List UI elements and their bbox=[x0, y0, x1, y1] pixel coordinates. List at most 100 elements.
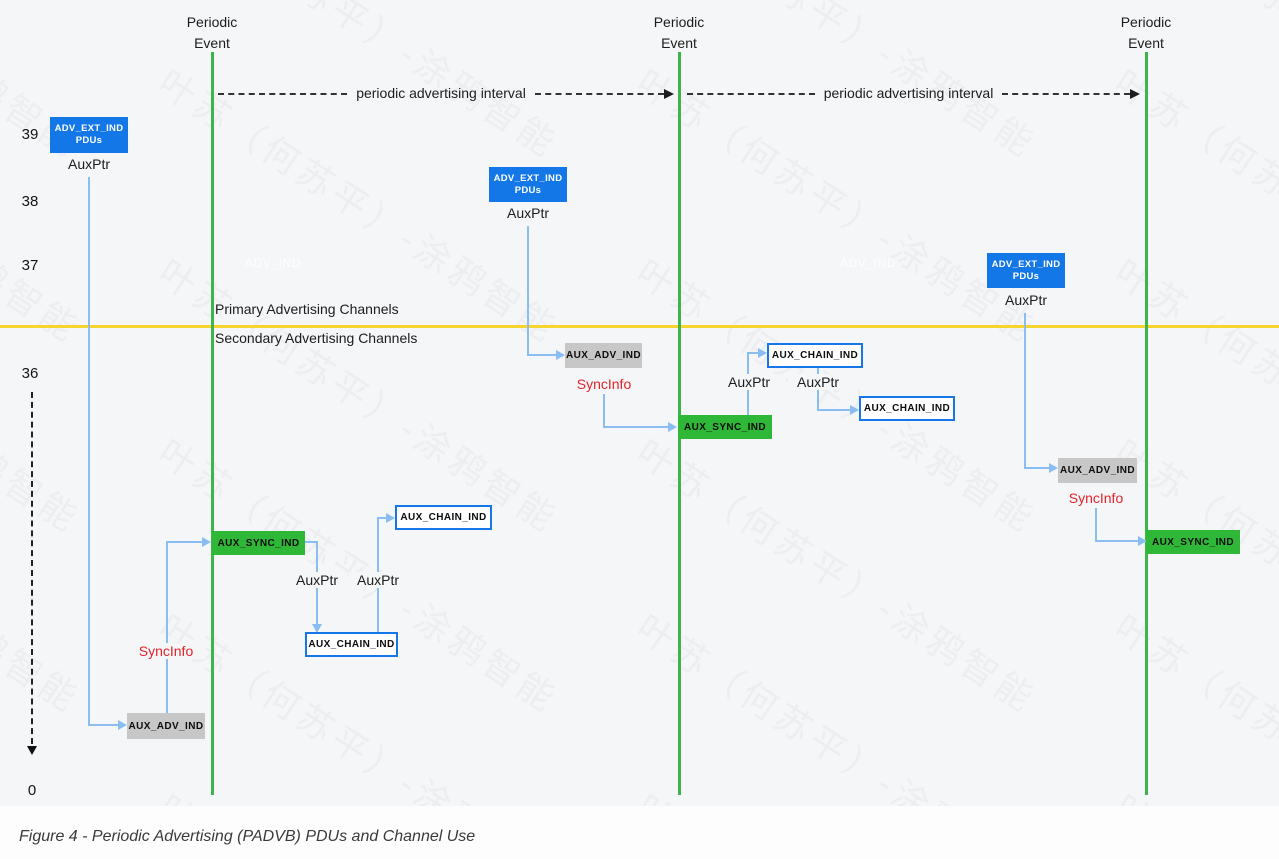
aux-chain-ind-box-e2-lower: AUX_CHAIN_IND bbox=[859, 396, 955, 421]
periodic-event-label-2-line1: Periodic bbox=[653, 14, 705, 30]
faint-adv-ind-1: ADV_IND bbox=[244, 256, 302, 270]
aux-sync-ind-box-3-label: AUX_SYNC_IND bbox=[1151, 536, 1235, 548]
adv-ext-ind-box-3: ADV_EXT_IND PDUs bbox=[987, 253, 1065, 288]
interval-label-1: periodic advertising interval bbox=[356, 85, 526, 101]
syncinfo-label-e3: SyncInfo bbox=[1068, 490, 1124, 506]
connector-syncinfo2-vertical bbox=[603, 394, 605, 428]
connector-auxptr2-vertical bbox=[527, 226, 529, 356]
interval-arrow-1: periodic advertising interval bbox=[218, 85, 675, 101]
connector-syncinfo2-horizontal bbox=[603, 426, 669, 428]
interval-arrow-2: periodic advertising interval bbox=[687, 85, 1141, 101]
arrowhead-right-icon-e1-adv bbox=[118, 720, 127, 730]
arrowhead-right-icon-e2-adv bbox=[556, 350, 565, 360]
periodic-event-label-3-line2: Event bbox=[1128, 35, 1164, 51]
aux-chain-ind-box-e1-lower: AUX_CHAIN_IND bbox=[305, 632, 398, 657]
syncinfo-label-e1: SyncInfo bbox=[126, 643, 206, 659]
aux-chain-ind-box-e2-lower-label: AUX_CHAIN_IND bbox=[863, 403, 951, 414]
arrowhead-right-icon-e2-chain2 bbox=[850, 405, 859, 415]
arrowhead-right-icon-e3-adv bbox=[1049, 463, 1058, 473]
connector-chain1a-horizontal bbox=[305, 541, 318, 543]
connector-chain1b-horizontal bbox=[377, 517, 387, 519]
aux-adv-ind-box-2: AUX_ADV_IND bbox=[565, 343, 642, 368]
adv-ext-ind-box-2-line2: PDUs bbox=[514, 184, 542, 196]
adv-ext-ind-box-1-line2: PDUs bbox=[75, 135, 103, 146]
periodic-event-label-1: Periodic Event bbox=[142, 12, 282, 54]
aux-adv-ind-box-3: AUX_ADV_IND bbox=[1058, 458, 1137, 483]
auxptr-label-e1: AuxPtr bbox=[67, 156, 110, 172]
auxptr-label-e3: AuxPtr bbox=[1004, 292, 1047, 308]
auxptr-label-e1-chain2: AuxPtr bbox=[348, 572, 408, 588]
aux-sync-ind-box-1-label: AUX_SYNC_IND bbox=[217, 537, 300, 549]
periodic-event-line-1 bbox=[211, 52, 214, 795]
aux-adv-ind-box-2-label: AUX_ADV_IND bbox=[566, 350, 641, 361]
secondary-channels-label: Secondary Advertising Channels bbox=[215, 330, 418, 346]
interval-dash-left-2 bbox=[687, 93, 815, 95]
channel-divider-line bbox=[0, 325, 1279, 328]
figure-caption: Figure 4 - Periodic Advertising (PADVB) … bbox=[19, 828, 476, 845]
connector-auxptr3-vertical bbox=[1024, 313, 1026, 469]
aux-sync-ind-box-3: AUX_SYNC_IND bbox=[1146, 530, 1240, 554]
auxptr-label-e2-chain2: AuxPtr bbox=[788, 374, 848, 390]
connector-auxptr3-horizontal bbox=[1024, 467, 1050, 469]
axis-dashed-line bbox=[31, 392, 33, 744]
aux-chain-ind-box-e2-upper-label: AUX_CHAIN_IND bbox=[771, 350, 859, 361]
periodic-event-label-1-line1: Periodic bbox=[186, 14, 238, 30]
axis-channel-38: 38 bbox=[21, 193, 39, 210]
periodic-event-line-3 bbox=[1145, 52, 1148, 795]
auxptr-label-e2: AuxPtr bbox=[506, 205, 549, 221]
faint-adv-ind-2: ADV_IND bbox=[839, 256, 897, 270]
arrowhead-right-icon-e2-sync bbox=[668, 422, 677, 432]
aux-adv-ind-box-3-label: AUX_ADV_IND bbox=[1060, 465, 1135, 476]
periodic-event-label-3: Periodic Event bbox=[1076, 12, 1216, 54]
connector-syncinfo1-vertical bbox=[166, 541, 168, 713]
axis-channel-36: 36 bbox=[21, 365, 39, 382]
connector-chain2b-horizontal bbox=[817, 409, 851, 411]
connector-auxptr2-horizontal bbox=[527, 354, 557, 356]
interval-arrowhead-right-icon-2 bbox=[1130, 89, 1141, 99]
arrowhead-right-icon-e3-sync bbox=[1138, 536, 1147, 546]
aux-chain-ind-box-e2-upper: AUX_CHAIN_IND bbox=[767, 343, 863, 368]
arrowhead-right-icon-e1-chain2 bbox=[386, 513, 395, 523]
interval-dash-right-2 bbox=[1002, 93, 1131, 95]
aux-chain-ind-box-e1-lower-label: AUX_CHAIN_IND bbox=[308, 639, 395, 650]
aux-sync-ind-box-2-label: AUX_SYNC_IND bbox=[683, 421, 767, 433]
axis-channel-37: 37 bbox=[21, 257, 39, 274]
adv-ext-ind-box-3-line1: ADV_EXT_IND bbox=[991, 258, 1061, 270]
connector-auxptr1-horizontal bbox=[88, 724, 119, 726]
periodic-event-label-2-line2: Event bbox=[661, 35, 697, 51]
connector-syncinfo1-horizontal bbox=[166, 541, 203, 543]
periodic-event-label-1-line2: Event bbox=[194, 35, 230, 51]
adv-ext-ind-box-1-line1: ADV_EXT_IND bbox=[54, 123, 124, 134]
aux-sync-ind-box-1: AUX_SYNC_IND bbox=[212, 531, 305, 555]
axis-channel-0: 0 bbox=[27, 782, 37, 799]
adv-ext-ind-box-2-line1: ADV_EXT_IND bbox=[493, 172, 563, 184]
auxptr-label-e1-chain1: AuxPtr bbox=[287, 572, 347, 588]
connector-syncinfo3-vertical bbox=[1095, 508, 1097, 542]
footer-band bbox=[0, 806, 1279, 859]
aux-adv-ind-box-1-label: AUX_ADV_IND bbox=[128, 720, 204, 732]
aux-chain-ind-box-e1-upper: AUX_CHAIN_IND bbox=[395, 505, 492, 530]
connector-syncinfo3-horizontal bbox=[1095, 540, 1139, 542]
primary-channels-label: Primary Advertising Channels bbox=[215, 301, 399, 317]
connector-chain2a-horizontal bbox=[747, 352, 759, 354]
arrowhead-right-icon-e1-sync bbox=[202, 537, 211, 547]
connector-auxptr1-vertical bbox=[88, 177, 90, 726]
adv-ext-ind-box-1: ADV_EXT_IND PDUs bbox=[50, 117, 128, 153]
axis-channel-39: 39 bbox=[21, 126, 39, 143]
arrowhead-down-icon-e1-chain bbox=[312, 624, 322, 633]
adv-ext-ind-box-2: ADV_EXT_IND PDUs bbox=[489, 167, 567, 202]
axis-arrowhead-down-icon bbox=[27, 746, 37, 755]
interval-dash-right-1 bbox=[534, 93, 665, 95]
periodic-event-label-2: Periodic Event bbox=[609, 12, 749, 54]
interval-arrowhead-right-icon-1 bbox=[664, 89, 675, 99]
auxptr-label-e2-chain1: AuxPtr bbox=[719, 374, 779, 390]
adv-ext-ind-box-3-line2: PDUs bbox=[1012, 270, 1040, 282]
arrowhead-right-icon-e2-chain1 bbox=[758, 348, 767, 358]
aux-sync-ind-box-2: AUX_SYNC_IND bbox=[678, 415, 772, 439]
interval-dash-left-1 bbox=[218, 93, 348, 95]
interval-label-2: periodic advertising interval bbox=[823, 85, 994, 101]
aux-adv-ind-box-1: AUX_ADV_IND bbox=[127, 713, 205, 739]
syncinfo-label-e2: SyncInfo bbox=[576, 376, 632, 392]
